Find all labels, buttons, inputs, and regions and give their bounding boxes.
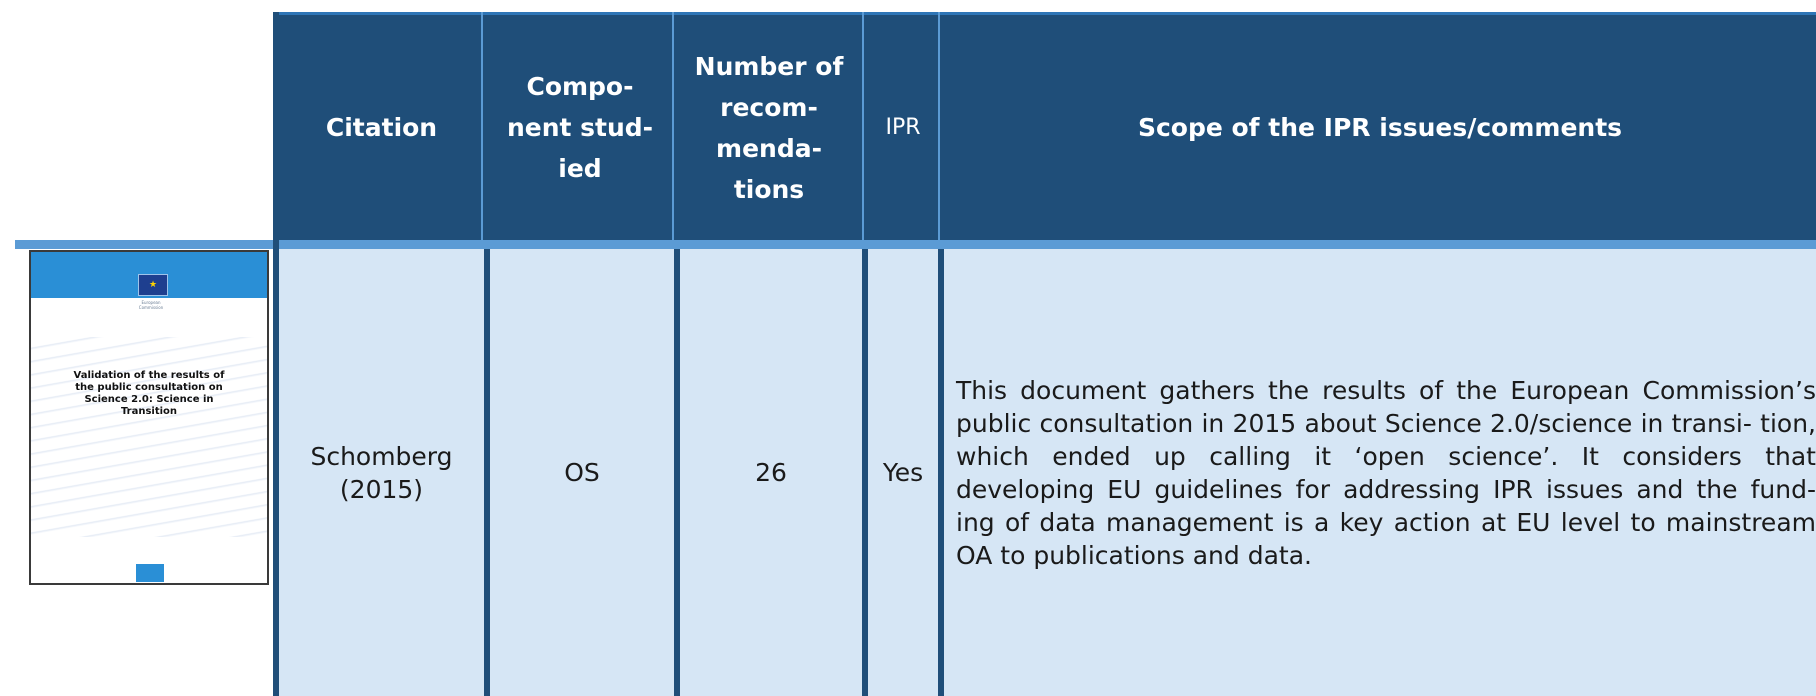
column-divider [484, 249, 490, 696]
column-divider [672, 12, 674, 240]
cell-scope: This document gathers the results of the… [956, 375, 1816, 570]
cell-ipr: Yes [882, 458, 924, 487]
column-divider [862, 12, 864, 240]
header-component-studied: Compo- nent stud- ied [506, 72, 654, 183]
cell-number-of-recommendations: 26 [755, 458, 787, 487]
table-row [273, 249, 1816, 696]
header-separator-band [15, 240, 273, 249]
column-divider [938, 249, 944, 696]
cover-decoration [31, 337, 267, 537]
cover-logo-text: European Commission [138, 300, 164, 310]
column-divider [862, 249, 868, 696]
cell-citation: Schomberg (2015) [310, 441, 453, 504]
header-scope: Scope of the IPR issues/comments [1137, 113, 1623, 142]
column-divider [481, 12, 483, 240]
header-number-of-recommendations: Number of recom- menda- tions [694, 51, 844, 204]
header-separator-band [273, 240, 1816, 249]
cover-badge [136, 564, 164, 582]
table-header [273, 12, 1816, 240]
eu-flag-icon: ★ [138, 274, 168, 296]
cover-title: Validation of the results of the public … [73, 370, 225, 417]
column-divider [674, 249, 680, 696]
column-divider [273, 12, 279, 696]
header-top-strip [273, 12, 1816, 15]
header-ipr: IPR [885, 115, 921, 140]
column-divider [938, 12, 940, 240]
header-citation: Citation [325, 113, 438, 142]
cell-component-studied: OS [564, 458, 600, 487]
document-cover-thumbnail: ★ European Commission Validation of the … [29, 250, 269, 585]
